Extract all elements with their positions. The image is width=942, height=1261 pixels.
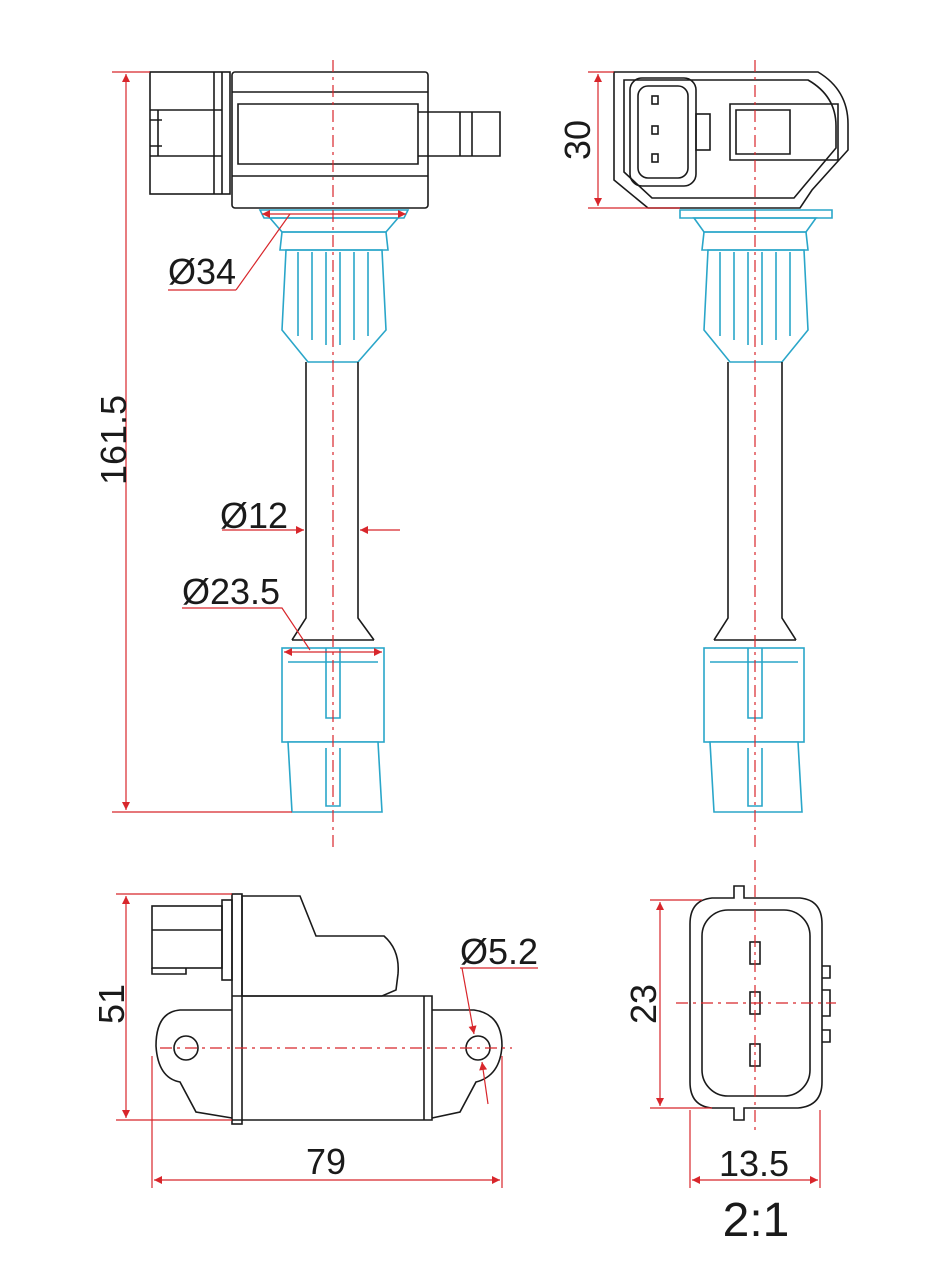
dim-connector-face-height: 23	[623, 984, 664, 1024]
mount-hole-left	[173, 1035, 199, 1061]
front-connector	[149, 71, 231, 195]
dim-diameter-boot: Ø23.5	[182, 571, 280, 612]
side-boot-lower	[703, 647, 805, 743]
scale-label: 2:1	[723, 1194, 790, 1247]
dim-connector-face-width: 13.5	[719, 1143, 789, 1184]
dim-bottom-height: 51	[91, 984, 132, 1024]
dim-diameter-flange: Ø34	[168, 251, 236, 292]
dim-diameter-tube: Ø12	[220, 495, 288, 536]
front-coil-body	[231, 71, 429, 209]
side-tube	[713, 362, 797, 641]
bottom-coil-body	[241, 895, 400, 997]
front-tube	[291, 362, 375, 641]
front-view	[112, 60, 501, 850]
bottom-mount-left	[155, 1009, 233, 1119]
side-coil-body	[613, 71, 849, 209]
side-connector-socket	[629, 77, 697, 187]
dim-bottom-width: 79	[306, 1141, 346, 1182]
dim-hole-diameter: Ø5.2	[460, 931, 538, 972]
side-view	[588, 60, 849, 850]
dim-connector-height: 30	[557, 120, 598, 160]
connector-shell	[689, 885, 823, 1121]
bottom-view	[116, 893, 538, 1188]
connector-face-view	[650, 860, 836, 1188]
bottom-connector	[151, 905, 223, 969]
bottom-mount-right	[431, 1009, 503, 1119]
dim-height-total: 161.5	[93, 395, 134, 485]
